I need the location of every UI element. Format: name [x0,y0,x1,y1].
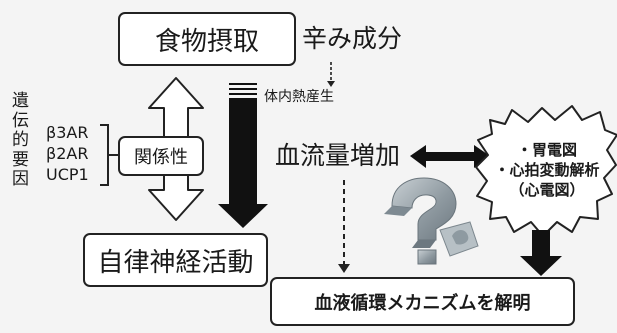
gene-ucp1: UCP1 [46,165,89,184]
spicy-component-label: 辛み成分 [302,24,403,53]
gene-beta3ar: β3AR [46,123,89,142]
gene-bracket [100,124,118,186]
relationship-box: 関係性 [118,136,204,176]
body-heat-label: 体内熱産生 [264,89,334,105]
right-down-arrow [520,230,562,276]
main-down-arrow [218,83,268,228]
blood-flow-label: 血流量増加 [275,141,401,170]
measurement-list: ・胃電図 ・心拍変動解析 （心電図） [490,140,604,200]
food-intake-label: 食物摂取 [154,26,259,57]
food-intake-box: 食物摂取 [118,12,296,66]
autonomic-activity-label: 自律神経活動 [97,247,254,278]
mechanism-label: 血液循環メカニズムを解明 [314,292,531,314]
question-puzzle-graphic [384,177,479,265]
genetic-factors-label: 遺 伝 的 要 因 [12,91,29,190]
mechanism-box: 血液循環メカニズムを解明 [270,277,575,326]
measurement-gastric: ・胃電図 [516,141,577,159]
measurement-burst [475,105,617,237]
gene-list: β3AR β2AR UCP1 [46,122,89,185]
measurement-hrv: ・心拍変動解析 [494,161,600,179]
genetic-char-2: 伝 [12,110,29,131]
heat-dashed-arrow [327,62,335,87]
bidirectional-arrow [410,145,490,168]
gene-beta2ar: β2AR [46,144,89,163]
relationship-label: 関係性 [134,147,188,168]
autonomic-activity-box: 自律神経活動 [83,233,268,287]
genetic-char-4: 要 [12,149,29,170]
bloodflow-dashed-arrow [338,180,350,273]
genetic-char-5: 因 [12,169,29,190]
measurement-ecg: （心電図） [509,181,585,199]
genetic-char-1: 遺 [12,91,29,111]
genetic-char-3: 的 [12,130,29,151]
